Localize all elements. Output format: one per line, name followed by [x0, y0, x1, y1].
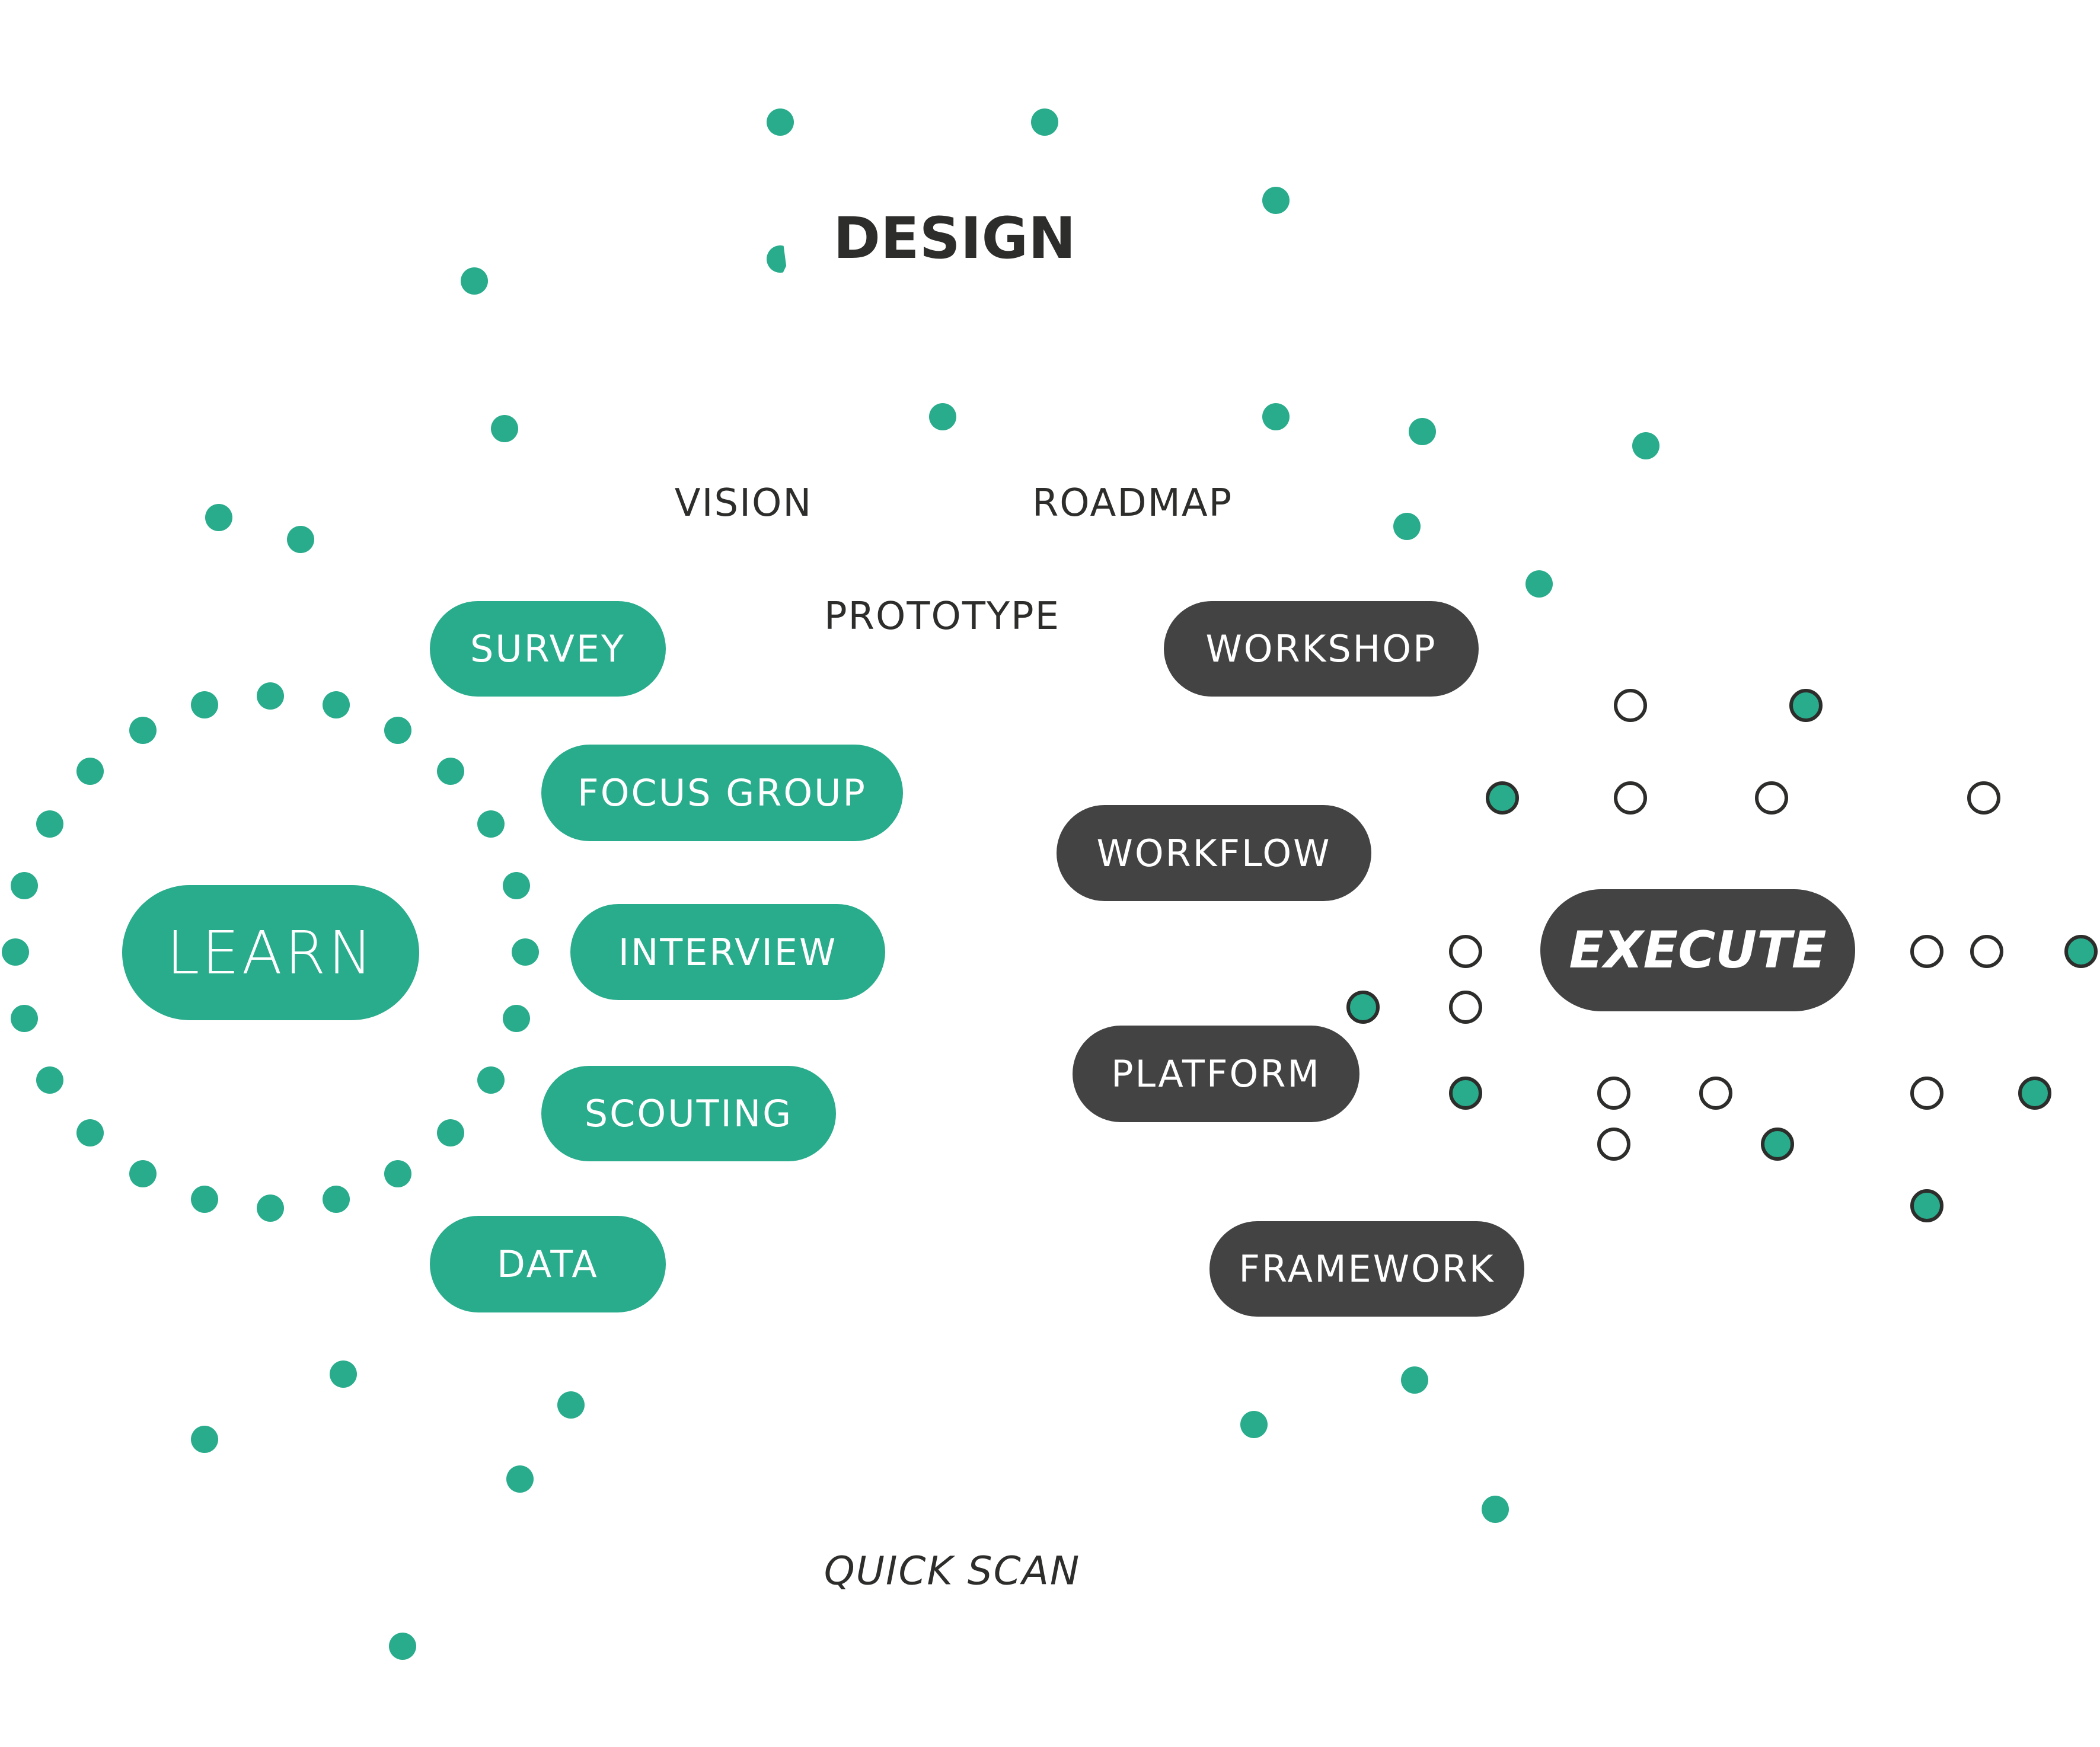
execute-dot-filled: [1449, 1077, 1482, 1110]
ring-dot: [512, 938, 539, 966]
ring-dot: [437, 757, 465, 785]
ring-dot: [384, 1160, 411, 1188]
execute-dot-hollow: [1614, 689, 1647, 722]
scatter-dot: [1262, 403, 1290, 430]
pill-framework[interactable]: FRAMEWORK: [1209, 1221, 1524, 1317]
ring-dot: [190, 691, 218, 718]
scatter-dot: [1632, 432, 1659, 459]
scatter-dot: [767, 108, 794, 136]
ring-dot: [36, 810, 63, 838]
learn-pill[interactable]: LEARN: [122, 885, 419, 1020]
ring-dot: [384, 716, 411, 744]
scatter-dot: [205, 504, 232, 531]
execute-dot-hollow: [1967, 781, 2000, 815]
pill-platform[interactable]: PLATFORM: [1073, 1026, 1359, 1122]
scatter-dot: [506, 1465, 534, 1493]
design-item-roadmap: ROADMAP: [1032, 481, 1233, 525]
pill-workflow[interactable]: WORKFLOW: [1057, 805, 1371, 901]
pill-scouting[interactable]: SCOUTING: [541, 1066, 836, 1161]
scatter-dot: [1393, 513, 1421, 540]
ring-dot: [257, 682, 284, 710]
pill-focus-group[interactable]: FOCUS GROUP: [541, 745, 903, 841]
scatter-dot: [287, 526, 314, 553]
ring-dot: [503, 872, 531, 900]
ring-dot: [477, 810, 505, 838]
execute-dot-filled: [1910, 1189, 1943, 1222]
execute-dot-hollow: [1910, 1077, 1943, 1110]
execute-dot-hollow: [1449, 991, 1482, 1024]
pill-data[interactable]: DATA: [430, 1216, 666, 1312]
pill-survey[interactable]: SURVEY: [430, 601, 666, 697]
execute-dot-hollow: [1755, 781, 1788, 815]
scatter-dot: [191, 1426, 218, 1453]
scatter-dot-partial: [767, 245, 787, 273]
scatter-dot: [461, 267, 488, 295]
scatter-dot: [1482, 1496, 1509, 1523]
scatter-dot: [1031, 108, 1058, 136]
execute-dot-filled: [1346, 991, 1380, 1024]
ring-dot: [129, 716, 157, 744]
ring-dot: [76, 1119, 104, 1147]
ring-dot: [36, 1066, 63, 1094]
ring-dot: [503, 1004, 531, 1032]
execute-pill[interactable]: EXECUTE: [1540, 889, 1855, 1011]
execute-dot-hollow: [1597, 1128, 1630, 1161]
ring-dot: [323, 1186, 350, 1213]
ring-dot: [129, 1160, 157, 1188]
scatter-dot: [389, 1633, 416, 1660]
design-title: DESIGN: [833, 205, 1076, 272]
execute-dot-hollow: [1614, 781, 1647, 815]
design-item-vision: VISION: [674, 481, 813, 525]
execute-dot-filled: [1789, 689, 1823, 722]
ring-dot: [477, 1066, 505, 1094]
ring-dot: [2, 938, 29, 966]
execute-dot-filled: [1761, 1128, 1794, 1161]
scatter-dot: [1401, 1366, 1428, 1394]
execute-dot-hollow: [1910, 935, 1943, 968]
ring-dot: [437, 1119, 465, 1147]
design-item-prototype: PROTOTYPE: [824, 595, 1061, 638]
execute-dot-filled: [2064, 935, 2098, 968]
scatter-dot: [1240, 1411, 1268, 1438]
execute-dot-hollow: [1449, 935, 1482, 968]
quick-scan-label: QUICK SCAN: [824, 1548, 1081, 1594]
ring-dot: [76, 757, 104, 785]
scatter-dot: [491, 415, 518, 442]
pill-interview[interactable]: INTERVIEW: [570, 904, 885, 1000]
execute-dot-hollow: [1597, 1077, 1630, 1110]
ring-dot: [257, 1195, 284, 1222]
execute-dot-hollow: [1699, 1077, 1732, 1110]
pill-workshop[interactable]: WORKSHOP: [1164, 601, 1479, 697]
execute-dot-filled: [2018, 1077, 2051, 1110]
scatter-dot: [929, 403, 956, 430]
ring-dot: [10, 872, 38, 900]
ring-dot: [323, 691, 350, 718]
scatter-dot: [1409, 418, 1436, 445]
ring-dot: [10, 1004, 38, 1032]
execute-dot-hollow: [1970, 935, 2003, 968]
scatter-dot: [557, 1391, 585, 1419]
scatter-dot: [1525, 570, 1553, 598]
scatter-dot: [1262, 187, 1290, 214]
scatter-dot: [330, 1360, 357, 1388]
ring-dot: [190, 1186, 218, 1213]
execute-dot-filled: [1486, 781, 1519, 815]
